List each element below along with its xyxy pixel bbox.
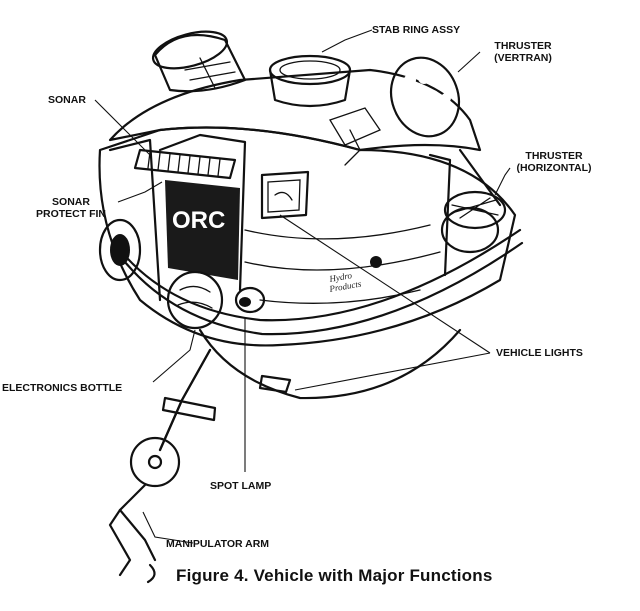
label-sonar-protect-fin-line2: PROTECT FIN <box>36 208 106 220</box>
vehicle-light-window <box>260 170 310 220</box>
label-sonar-protect-fin: SONAR PROTECT FIN <box>24 196 118 220</box>
stab-ring <box>268 54 352 108</box>
label-sonar: SONAR <box>48 94 86 106</box>
label-thruster-horizontal-line2: (HORIZONTAL) <box>516 162 592 174</box>
electronics-bottle <box>166 270 224 330</box>
label-electronics-bottle: ELECTRONICS BOTTLE <box>2 382 123 394</box>
label-thruster-horizontal: THRUSTER (HORIZONTAL) <box>498 150 610 174</box>
hull-text: ORC <box>172 207 225 234</box>
leader-lines <box>94 29 511 544</box>
rear-thruster <box>151 30 247 93</box>
label-sonar-protect-fin-line1: SONAR <box>52 196 90 208</box>
brand-line1: Hydro <box>328 270 354 284</box>
figure-caption: Figure 4. Vehicle with Major Functions <box>176 566 493 585</box>
label-spot-lamp: SPOT LAMP <box>210 480 272 492</box>
label-thruster-vertran-line2: (VERTRAN) <box>494 52 552 64</box>
label-vehicle-lights: VEHICLE LIGHTS <box>496 347 583 359</box>
spot-lamp <box>234 286 266 314</box>
label-thruster-vertran-line1: THRUSTER <box>494 40 552 52</box>
label-manipulator-arm: MANIPULATOR ARM <box>166 538 270 550</box>
manipulator-arm-drawing <box>108 348 217 584</box>
thruster-horizontal <box>443 190 507 230</box>
vehicle-body: ORC Hydro Products <box>98 68 524 400</box>
lower-light <box>258 374 292 394</box>
label-stab-ring: STAB RING ASSY <box>372 24 461 36</box>
label-thruster-vertran: THRUSTER (VERTRAN) <box>482 40 564 64</box>
thruster-vertran <box>390 56 460 138</box>
label-thruster-horizontal-line1: THRUSTER <box>525 150 583 162</box>
